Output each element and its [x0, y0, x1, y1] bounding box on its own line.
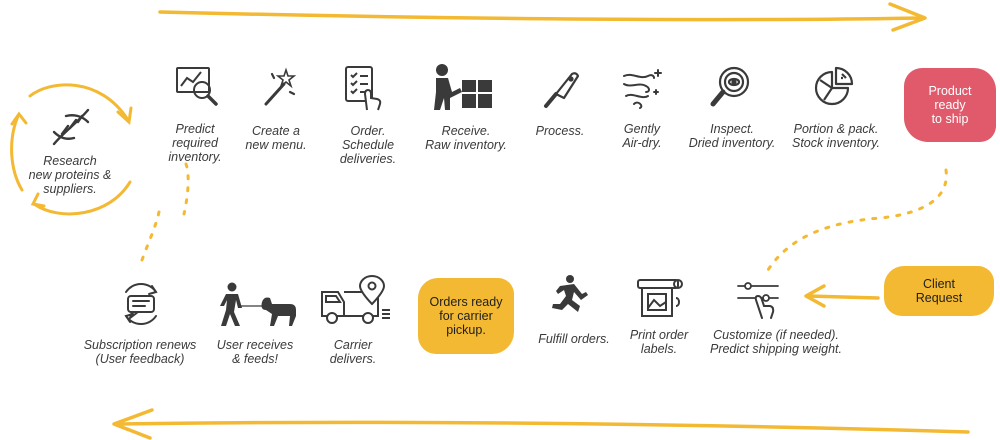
fulfill-label: Fulfill orders.	[538, 332, 610, 346]
checklist-hand-icon	[345, 66, 382, 111]
menu-label: Create a new menu.	[245, 124, 307, 152]
pie-chart-icon	[814, 66, 854, 106]
portion-label: Portion & pack. Stock inventory.	[791, 122, 880, 150]
delivery-truck-icon	[321, 274, 390, 324]
order-label: Order. Schedule deliveries.	[339, 124, 397, 166]
bottom-arrowhead	[112, 408, 154, 440]
carrier-label: Carrier delivers.	[329, 338, 377, 366]
print-label: Print order labels.	[629, 328, 689, 356]
feedback-cycle-icon	[124, 283, 158, 325]
receives-label: User receives & feeds!	[216, 338, 294, 366]
research-cycle-arrow-bottom	[32, 180, 132, 216]
label-printer-icon	[637, 279, 683, 317]
air-dry-icon	[623, 69, 662, 109]
running-person-icon	[552, 275, 588, 312]
client-request-badge: Client Request	[884, 266, 994, 316]
analytics-magnifier-icon	[176, 67, 218, 106]
dna-icon	[52, 108, 90, 146]
research-cycle-arrow-top	[28, 83, 130, 122]
top-arrowhead	[888, 2, 927, 32]
research-label: Research new proteins & suppliers.	[28, 154, 112, 196]
client-to-customize-arrow	[806, 294, 880, 300]
person-walking-dog-icon	[220, 282, 296, 326]
dashed-ready-to-customize	[766, 168, 948, 272]
predict-label: Predict required inventory.	[168, 122, 222, 164]
magic-wand-icon	[264, 67, 297, 106]
cleaver-icon	[544, 72, 580, 108]
orders-pickup-badge: Orders ready for carrier pickup.	[418, 278, 514, 354]
process-label: Process.	[535, 124, 585, 138]
touch-slider-icon	[737, 282, 779, 319]
worker-boxes-icon	[434, 64, 492, 110]
receive-label: Receive. Raw inventory.	[425, 124, 507, 152]
dashed-renews-to-research	[140, 204, 162, 262]
renews-label: Subscription renews (User feedback)	[83, 338, 197, 366]
bottom-flow-arrow	[116, 420, 970, 434]
inspect-label: Inspect. Dried inventory.	[688, 122, 776, 150]
customize-label: Customize (if needed). Predict shipping …	[709, 328, 843, 356]
research-cycle-arrow-left	[10, 114, 24, 192]
dashed-predict-line	[182, 162, 190, 216]
top-flow-arrow	[158, 10, 922, 22]
product-ready-badge: Product ready to ship	[904, 68, 996, 142]
inspect-magnifier-icon	[710, 66, 750, 107]
airdry-label: Gently Air-dry.	[622, 122, 662, 150]
